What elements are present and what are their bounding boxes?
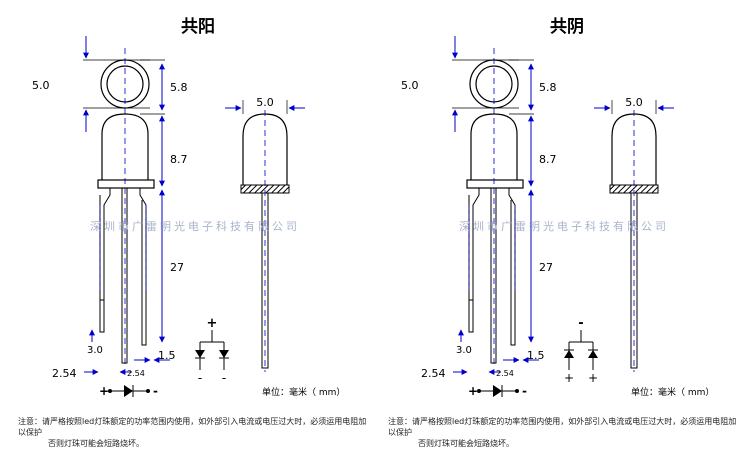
leads xyxy=(468,187,516,364)
lead-polarity-diagram: + - xyxy=(99,384,158,398)
dim-lens-diameter: 5.0 xyxy=(32,79,50,92)
symbol-right: - xyxy=(222,371,226,385)
polarity-left: + xyxy=(99,384,109,398)
watermark: 深圳市广雷明光电子科技有限公司 xyxy=(459,219,669,233)
unit-label: 单位：毫米（ mm） xyxy=(631,386,714,398)
dim-body-height: 8.7 xyxy=(539,153,557,166)
dim-top-height: 5.8 xyxy=(539,81,557,94)
dim-side-width: 5.0 xyxy=(256,96,274,109)
note-label: 注意： xyxy=(18,417,42,426)
note-line2: 否则灯珠可能会短路烧坏。 xyxy=(418,439,514,448)
symbol-left: + xyxy=(564,371,574,385)
note-line1: 请严格按照led灯珠额定的功率范围内使用，如外部引入电流或电压过大时，必须运用电… xyxy=(388,417,737,437)
circuit-symbol: - + + xyxy=(564,316,598,385)
dim-lead-length: 27 xyxy=(170,261,184,274)
polarity-right: - xyxy=(522,384,527,398)
symbol-left: - xyxy=(198,371,202,385)
symbol-right: + xyxy=(588,371,598,385)
note-line1: 请严格按照led灯珠额定的功率范围内使用，如外部引入电流或电压过大时，必须运用电… xyxy=(18,417,367,437)
dim-lens-diameter: 5.0 xyxy=(401,79,419,92)
front-view-body xyxy=(466,113,524,189)
panel-common-cathode: 共阴 5.0 5.8 8.7 xyxy=(401,17,714,398)
dim-body-height: 8.7 xyxy=(170,153,188,166)
leads xyxy=(99,187,147,364)
dim-top-height: 5.8 xyxy=(170,81,188,94)
note-label: 注意： xyxy=(388,417,412,426)
dim-lead-pitch-small: 2.54 xyxy=(496,369,514,378)
symbol-common: + xyxy=(207,316,218,331)
side-view: 5.0 xyxy=(594,96,674,372)
dim-lead-width: 1.5 xyxy=(527,349,545,362)
dim-lead-pitch: 2.54 xyxy=(421,367,446,380)
circuit-symbol: + - - xyxy=(195,316,229,385)
panel-common-anode: 共阳 5.0 5.8 8.7 xyxy=(32,17,345,398)
dim-side-width: 5.0 xyxy=(625,96,643,109)
dim-lead-pitch: 2.54 xyxy=(52,367,77,380)
dim-lead-gap: 3.0 xyxy=(456,345,472,356)
panel-title: 共阳 xyxy=(181,17,215,37)
note-left: 注意：请严格按照led灯珠额定的功率范围内使用，如外部引入电流或电压过大时，必须… xyxy=(18,416,368,449)
front-view-body xyxy=(97,113,155,189)
dim-lead-length: 27 xyxy=(539,261,553,274)
lead-polarity-diagram: + - xyxy=(468,384,527,398)
symbol-common: - xyxy=(578,316,583,331)
unit-label: 单位：毫米（ mm） xyxy=(262,386,345,398)
polarity-left: + xyxy=(468,384,478,398)
polarity-right: - xyxy=(153,384,158,398)
panel-title: 共阴 xyxy=(550,17,584,37)
dim-lead-gap: 3.0 xyxy=(87,345,103,356)
dim-lead-pitch-small: 2.54 xyxy=(127,369,145,378)
note-line2: 否则灯珠可能会短路烧坏。 xyxy=(48,439,144,448)
note-right: 注意：请严格按照led灯珠额定的功率范围内使用，如外部引入电流或电压过大时，必须… xyxy=(388,416,738,449)
watermark: 深圳市广雷明光电子科技有限公司 xyxy=(90,219,300,233)
dim-lead-width: 1.5 xyxy=(158,349,176,362)
side-view: 5.0 xyxy=(225,96,305,372)
